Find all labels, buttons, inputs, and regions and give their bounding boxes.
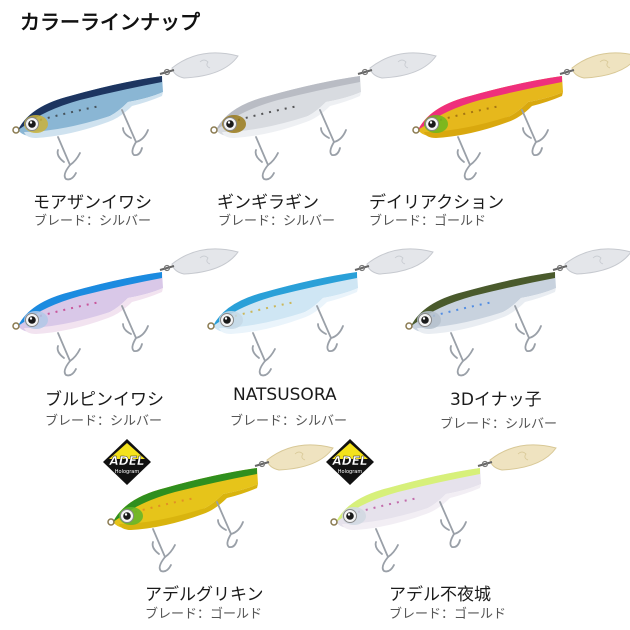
lure-color-name: デイリアクション (369, 193, 505, 213)
svg-text:Hologram: Hologram (338, 469, 363, 475)
treble-hook-icon (56, 109, 149, 181)
blade-icon (559, 52, 630, 79)
treble-hook-icon (456, 109, 549, 181)
treble-hook-icon (251, 305, 344, 377)
svg-text:ADEL: ADEL (331, 454, 367, 468)
treble-hook-icon (374, 501, 467, 573)
treble-hook-icon (151, 501, 244, 573)
blade-color-label: ブレード：シルバー (45, 414, 163, 429)
lure-color-name: ブルピンイワシ (45, 390, 164, 410)
lure-image (198, 40, 438, 189)
treble-hook-icon (56, 305, 149, 377)
blade-icon (552, 248, 630, 275)
lure-body-icon (207, 272, 358, 334)
blade-icon (254, 444, 334, 471)
lure-body-icon (405, 272, 556, 334)
lure-body-icon (107, 468, 258, 530)
blade-icon (477, 444, 557, 471)
blade-icon (159, 248, 239, 275)
page-title: カラーラインナップ (20, 10, 200, 34)
lure-color-name: NATSUSORA (233, 385, 337, 405)
lure-color-name: 3Dイナッ子 (450, 390, 542, 410)
adel-hologram-badge-icon: ADEL Hologram (324, 437, 376, 491)
lure-image (0, 236, 240, 385)
blade-icon (354, 248, 434, 275)
lure-body-icon (12, 272, 163, 334)
lure-image (318, 432, 558, 581)
blade-color-label: ブレード：シルバー (230, 414, 348, 429)
svg-text:Hologram: Hologram (115, 469, 140, 475)
lure-color-name: ギンギラギン (217, 193, 319, 213)
lure-color-name: アデル不夜城 (389, 585, 491, 605)
lure-body-icon (12, 76, 163, 138)
treble-hook-icon (449, 305, 542, 377)
lure-image (195, 236, 435, 385)
lure-color-name: アデルグリキン (145, 585, 264, 605)
blade-color-label: ブレード：ゴールド (389, 607, 507, 622)
blade-color-label: ブレード：シルバー (34, 214, 152, 229)
blade-icon (357, 52, 437, 79)
blade-icon (159, 52, 239, 79)
blade-color-label: ブレード：シルバー (218, 214, 336, 229)
lure-color-name: モアザンイワシ (33, 193, 152, 213)
svg-text:ADEL: ADEL (108, 454, 144, 468)
lure-body-icon (330, 468, 481, 530)
lure-image (393, 236, 630, 385)
lure-image (0, 40, 240, 189)
blade-color-label: ブレード：ゴールド (369, 214, 487, 229)
blade-color-label: ブレード：シルバー (440, 417, 558, 432)
lure-body-icon (210, 76, 361, 138)
treble-hook-icon (254, 109, 347, 181)
adel-hologram-badge-icon: ADEL Hologram (101, 437, 153, 491)
lure-body-icon (412, 76, 563, 138)
lure-image (400, 40, 630, 189)
lure-image (95, 432, 335, 581)
blade-color-label: ブレード：ゴールド (145, 607, 263, 622)
